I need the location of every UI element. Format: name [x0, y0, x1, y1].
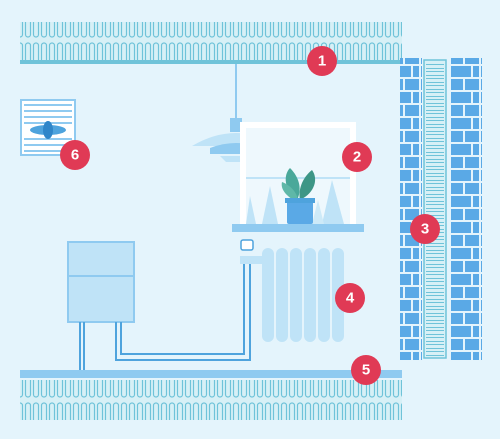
- marker-1: 1: [307, 46, 337, 76]
- marker-4: 4: [335, 283, 365, 313]
- marker-2: 2: [342, 142, 372, 172]
- cavity-wall: [400, 58, 482, 360]
- marker-label-6: 6: [71, 147, 79, 164]
- marker-3: 3: [410, 214, 440, 244]
- marker-label-2: 2: [353, 149, 361, 166]
- plant-icon: [281, 168, 316, 224]
- marker-label-5: 5: [362, 362, 370, 379]
- window: [232, 122, 364, 232]
- marker-5: 5: [351, 355, 381, 385]
- ceiling-insulation: [20, 22, 402, 64]
- fan-icon: [20, 99, 76, 156]
- heating-pipes: [79, 262, 251, 370]
- marker-label-3: 3: [421, 221, 429, 238]
- floor-insulation: [20, 370, 402, 420]
- radiator-icon: [240, 239, 344, 342]
- marker-label-4: 4: [346, 290, 355, 307]
- marker-label-1: 1: [318, 53, 326, 70]
- boiler-icon: [67, 241, 135, 323]
- marker-6: 6: [60, 140, 90, 170]
